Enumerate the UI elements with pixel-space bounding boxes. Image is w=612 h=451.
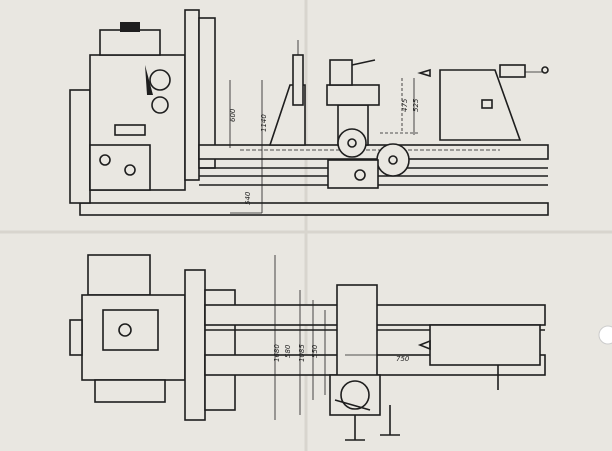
dim-600: 600 xyxy=(229,108,237,122)
base-plate xyxy=(79,202,549,216)
bed xyxy=(198,144,549,160)
tailstock xyxy=(439,69,522,141)
toolpost xyxy=(329,59,353,86)
tailstock-plan xyxy=(429,324,541,366)
dim-540: 540 xyxy=(244,191,252,205)
lever xyxy=(145,65,153,95)
plan-view xyxy=(69,254,546,441)
faceplate xyxy=(184,9,200,181)
headstock-top xyxy=(99,29,161,56)
elevation-view xyxy=(69,9,549,216)
dim-750: 750 xyxy=(396,355,410,363)
dim-580: 580 xyxy=(284,344,292,358)
faceplate-plan xyxy=(184,269,206,421)
motor xyxy=(87,254,151,296)
motor-side xyxy=(69,89,91,204)
dim-550: 550 xyxy=(311,344,319,358)
carriage-plan xyxy=(336,284,378,391)
apron xyxy=(327,159,379,189)
dim-1680: 1680 xyxy=(273,344,281,362)
dim-475: 475 xyxy=(401,98,409,112)
dim-525: 525 xyxy=(412,98,420,112)
punch-hole xyxy=(598,325,612,345)
dim-1085: 1085 xyxy=(298,344,306,362)
dim-1140: 1140 xyxy=(260,114,268,132)
